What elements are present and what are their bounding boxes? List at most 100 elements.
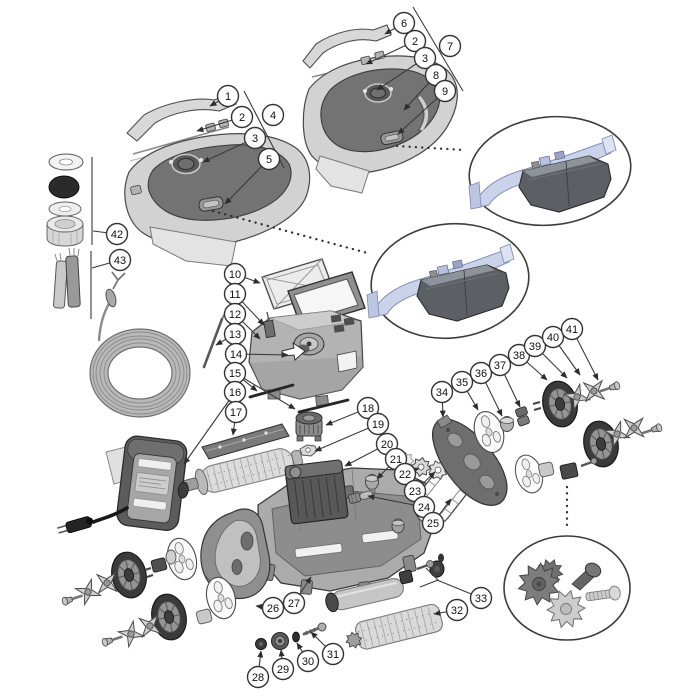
balloon-number: 27 [288, 598, 300, 610]
tube-screw-set [416, 553, 444, 571]
balloon-number: 36 [475, 368, 487, 380]
balloon-number: 14 [230, 349, 242, 361]
balloon-number: 19 [372, 419, 384, 431]
hose-clip [299, 444, 318, 457]
cable-swivel [105, 288, 117, 308]
floating-cable-coil [89, 271, 191, 418]
pin-rod [202, 310, 227, 369]
part-balloon-34: 34 [430, 380, 454, 418]
cover-latch [198, 196, 224, 212]
vent [333, 324, 345, 333]
balloon-circle [430, 380, 454, 404]
part-balloon-36: 36 [469, 361, 503, 417]
cable-feed [97, 301, 112, 342]
balloon-number: 29 [277, 664, 289, 676]
balloon-circle [261, 596, 285, 620]
power-plug [57, 516, 94, 534]
part-balloon-13: 13 [215, 322, 247, 346]
balloon-circle [392, 11, 416, 35]
cable-fork [111, 271, 126, 290]
balloon-circle [433, 79, 457, 103]
detail-view-gear-kit [503, 535, 631, 641]
balloon-number: 23 [409, 486, 421, 498]
screw-light [585, 585, 621, 602]
balloon-circle [246, 665, 270, 689]
balloon-circle [243, 126, 267, 150]
balloon-circle [393, 462, 417, 486]
balloon-number: 32 [451, 605, 463, 617]
balloon-number: 21 [390, 454, 402, 466]
paddle-screw [99, 631, 125, 649]
balloon-number: 3 [252, 133, 258, 145]
part-balloon-15: 15 [223, 361, 296, 410]
wheel-bushing-left [195, 608, 213, 625]
part-balloon-19: 19 [314, 412, 390, 452]
part-balloon-6: 6 [384, 11, 416, 35]
brush-roller-bottom [345, 603, 443, 650]
part-balloon-29: 29 [271, 649, 295, 681]
part-balloon-28: 28 [246, 650, 270, 689]
cover-chin [315, 155, 370, 194]
detail-view-flap-middle [366, 222, 530, 340]
part-balloon-7: 7 [438, 34, 462, 58]
bristles [54, 247, 80, 262]
dial-dot [199, 158, 203, 162]
part-balloon-2-alt: 2 [365, 29, 427, 65]
brush-cartridges [53, 247, 81, 309]
motor-unit [248, 310, 364, 407]
part-balloon-38: 38 [507, 343, 548, 381]
balloon-circle [403, 29, 427, 53]
balloon-number: 30 [302, 656, 314, 668]
bracket-part [263, 319, 276, 339]
cover-chin [149, 226, 237, 267]
balloon-number: 1 [225, 91, 231, 103]
handle-strip [302, 24, 392, 69]
flap-assembly [468, 134, 617, 213]
cover-latch [380, 130, 404, 146]
paddle-screw [59, 590, 85, 608]
balloon-circle [321, 642, 345, 666]
hinge-pin-rod [132, 126, 230, 155]
lid-vent-arc-line [415, 95, 424, 132]
part-balloon-39: 39 [523, 334, 568, 379]
balloon-circle [469, 361, 493, 385]
part-balloon-10: 10 [223, 262, 261, 286]
roller-tube [325, 578, 404, 613]
balloon-circle [230, 105, 254, 129]
balloon-number: 37 [494, 360, 506, 372]
balloon-number: 43 [114, 255, 126, 267]
part-balloon-25: 25 [421, 498, 452, 535]
brush-holder-plate [201, 423, 290, 460]
balloon-circle [271, 657, 295, 681]
side-panel-left [200, 508, 271, 600]
part-balloon-16: 16 [183, 380, 247, 465]
part-balloon-26: 26 [255, 596, 285, 620]
axle-rods [248, 383, 350, 414]
paddle-spinner [115, 618, 147, 650]
cover-lid [320, 68, 441, 153]
leader-line [314, 423, 379, 452]
chassis-foot [300, 579, 313, 595]
balloon-number: 15 [229, 368, 241, 380]
roller-end-gear [345, 631, 363, 649]
lid-vent-arc [417, 95, 429, 132]
bushing [500, 416, 514, 432]
balloon-number: 13 [229, 329, 241, 341]
part-balloon-17: 17 [224, 400, 248, 436]
hinge-clip [374, 50, 385, 60]
balloon-number: 33 [475, 593, 487, 605]
balloon-number: 4 [270, 110, 276, 122]
cone-fitting-b [391, 518, 405, 534]
part-balloon-14: 14 [224, 342, 289, 366]
part-balloon-18: 18 [325, 396, 380, 426]
gear-pin-set [515, 401, 542, 427]
dial-dot [169, 160, 173, 164]
group-bracket-1 [412, 6, 464, 92]
part-balloon-41: 41 [560, 317, 599, 381]
balloon-number: 5 [266, 154, 272, 166]
balloon-number: 8 [433, 70, 439, 82]
power-supply-unit [57, 435, 189, 534]
part-balloon-43: 43 [91, 248, 132, 272]
chassis-slot [294, 542, 343, 558]
